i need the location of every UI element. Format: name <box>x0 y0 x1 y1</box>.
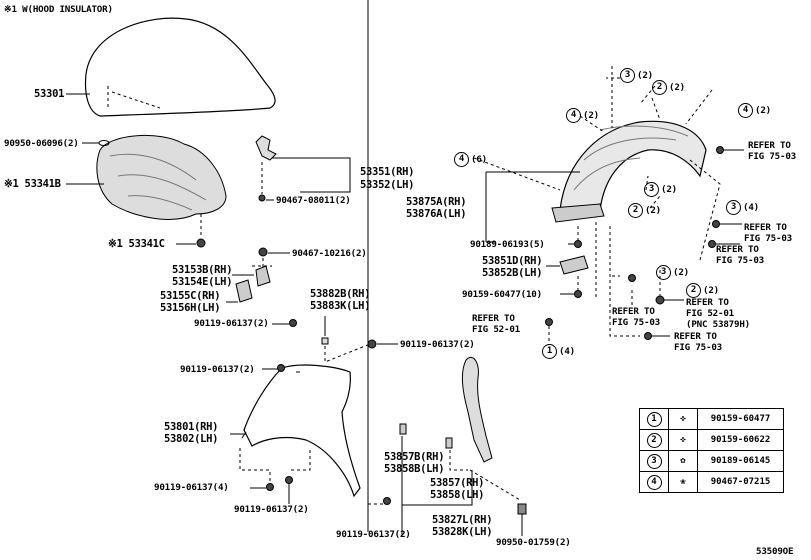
label-53153B: 53153B(RH) <box>172 264 233 276</box>
label-53155C: 53155C(RH) <box>160 290 221 302</box>
refer-75-03-c-line1: REFER TO <box>716 244 759 255</box>
refer-75-03-a-line2: FIG 75-03 <box>748 151 796 162</box>
refer-75-03-a-line1: REFER TO <box>748 140 791 151</box>
label-53801: 53801(RH) <box>164 421 219 433</box>
seal-53351 <box>255 135 277 161</box>
label-53154E: 53154E(LH) <box>172 276 233 288</box>
label-53827L: 53827L(RH) <box>432 514 493 526</box>
label-53352: 53352(LH) <box>360 179 415 191</box>
refer-75-03-e-line1: REFER TO <box>674 331 717 342</box>
callout-2-top: 2(2) <box>652 80 685 95</box>
callout-3-mid: 3(2) <box>644 182 677 197</box>
callout-3-4: 3(4) <box>726 200 759 215</box>
refer-75-03-d-line2: FIG 75-03 <box>612 317 660 328</box>
bolt-icon: ✜ <box>680 435 686 445</box>
label-53858: 53858(LH) <box>430 489 485 501</box>
bolt-icon: ✜ <box>680 414 686 424</box>
callout-4-left: 4(2) <box>566 108 599 123</box>
label-53301: 53301 <box>34 88 65 100</box>
refer-52-01-a-line1: REFER TO <box>472 313 515 324</box>
label-53882B: 53882B(RH) <box>310 288 371 300</box>
refer-75-03-e-line2: FIG 75-03 <box>674 342 722 353</box>
callout-1-4: 1(4) <box>542 344 575 359</box>
label-53875A: 53875A(RH) <box>406 196 467 208</box>
callout-2-low: 2(2) <box>686 283 719 298</box>
label-90119-06137-f: 90119-06137(2) <box>336 529 411 540</box>
label-53857B: 53857B(RH) <box>384 451 445 463</box>
legend-row: 3 ✿ 90189-06145 <box>639 450 784 472</box>
label-90189-06193: 90189-06193(5) <box>470 239 545 250</box>
clip-icon: ❀ <box>680 477 686 487</box>
legend-row: 1 ✜ 90159-60477 <box>639 408 784 430</box>
figure-id: 53509OE <box>756 546 794 557</box>
label-90950-06096: 90950-06096(2) <box>4 138 79 149</box>
legend-row: 2 ✜ 90159-60622 <box>639 429 784 451</box>
hood-insulator <box>96 134 227 220</box>
label-53858B: 53858B(LH) <box>384 463 445 475</box>
label-90950-01759: 90950-01759(2) <box>496 537 571 548</box>
label-90119-06137-b: 90119-06137(2) <box>400 339 475 350</box>
label-90119-06137-d: 90119-06137(4) <box>154 482 229 493</box>
callout-3-top: 3(2) <box>620 68 653 83</box>
fender <box>243 364 361 498</box>
label-53341C: ※1 53341C <box>108 238 165 250</box>
refer-52-01-b-line1: REFER TO <box>686 297 729 308</box>
label-90119-06137-e: 90119-06137(2) <box>234 504 309 515</box>
label-53857: 53857(RH) <box>430 477 485 489</box>
refer-75-03-b-line2: FIG 75-03 <box>744 233 792 244</box>
wheel-liner <box>559 120 707 215</box>
hood <box>84 17 276 117</box>
label-53341B: ※1 53341B <box>4 178 61 190</box>
fender-seal <box>461 356 493 463</box>
label-53851D: 53851D(RH) <box>482 255 543 267</box>
refer-52-01-b-line3: (PNC 53879H) <box>686 319 750 330</box>
label-90467-08011: 90467-08011(2) <box>276 195 351 206</box>
refer-52-01-a-line2: FIG 52-01 <box>472 324 520 335</box>
label-53828K: 53828K(LH) <box>432 526 493 538</box>
label-53852B: 53852B(LH) <box>482 267 543 279</box>
label-90467-10216: 90467-10216(2) <box>292 248 367 259</box>
refer-75-03-b-line1: REFER TO <box>744 222 787 233</box>
fastener-legend: 1 ✜ 90159-60477 2 ✜ 90159-60622 3 ✿ 9018… <box>639 408 784 493</box>
callout-4-6: 4(6) <box>454 152 487 167</box>
label-90119-06137-a: 90119-06137(2) <box>194 318 269 329</box>
label-53883K: 53883K(LH) <box>310 300 371 312</box>
refer-75-03-d-line1: REFER TO <box>612 306 655 317</box>
callout-2-mid: 2(2) <box>628 203 661 218</box>
label-53351: 53351(RH) <box>360 166 415 178</box>
note-hood-insulator: ※1 W(HOOD INSULATOR) <box>4 4 113 15</box>
refer-52-01-b-line2: FIG 52-01 <box>686 308 734 319</box>
refer-75-03-c-line2: FIG 75-03 <box>716 255 764 266</box>
legend-row: 4 ❀ 90467-07215 <box>639 471 784 493</box>
label-53156H: 53156H(LH) <box>160 302 221 314</box>
clip-icon: ✿ <box>680 456 686 466</box>
label-90119-06137-c: 90119-06137(2) <box>180 364 255 375</box>
callout-3-low: 3(2) <box>656 265 689 280</box>
label-53802: 53802(LH) <box>164 433 219 445</box>
label-53876A: 53876A(LH) <box>406 208 467 220</box>
callout-4-right: 4(2) <box>738 103 771 118</box>
label-90159-60477: 90159-60477(10) <box>462 289 542 300</box>
